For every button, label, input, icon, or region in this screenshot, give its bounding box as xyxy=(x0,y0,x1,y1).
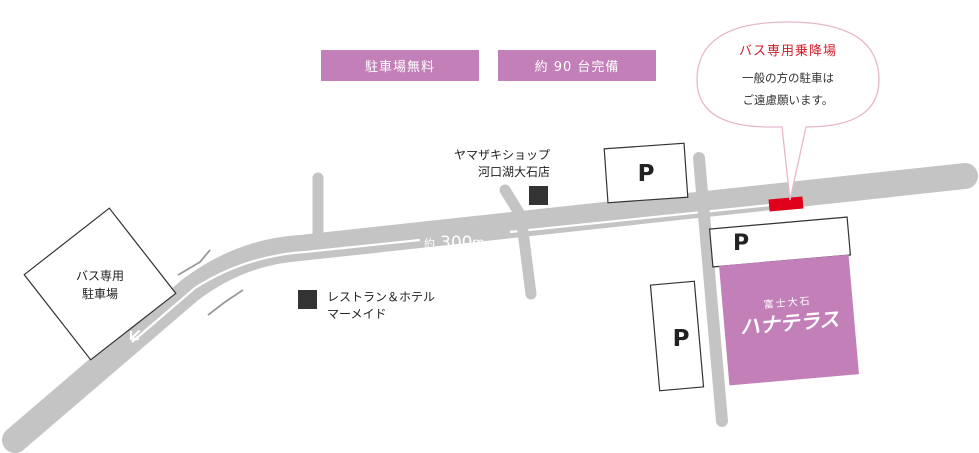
mermaid-line2: マーメイド xyxy=(327,307,387,321)
distance-value: 300 xyxy=(440,233,472,253)
yamazaki-marker xyxy=(529,186,548,205)
bus-stop-marker xyxy=(768,196,804,212)
parking-lot-top xyxy=(603,142,689,204)
parking-symbol-left: P xyxy=(673,326,690,352)
road-center-line xyxy=(131,238,421,343)
bus-parking-line1: バス専用 xyxy=(76,269,124,283)
bus-parking-line2: 駐車場 xyxy=(82,286,118,301)
parking-symbol-middle: P xyxy=(733,231,749,256)
bubble-line2: ご遠慮願います。 xyxy=(742,93,834,107)
hana-terrace-building xyxy=(719,254,859,386)
bus-parking-box xyxy=(23,207,177,361)
yamazaki-line1: ヤマザキショップ xyxy=(453,148,550,162)
side-road-yamazaki-b xyxy=(515,210,537,300)
bubble-line1: 一般の方の駐車は xyxy=(742,71,834,85)
mermaid-label: レストラン＆ホテル マーメイド xyxy=(327,289,435,323)
yamazaki-line2: 河口湖大石店 xyxy=(477,165,550,179)
capacity-badge: 約 90 台完備 xyxy=(498,50,656,81)
side-road-right xyxy=(693,152,728,427)
notice-bubble xyxy=(696,21,880,201)
free-parking-badge: 駐車場無料 xyxy=(321,50,479,81)
bridge-marks xyxy=(177,249,244,316)
yamazaki-label: ヤマザキショップ 河口湖大石店 xyxy=(416,147,550,181)
distance-unit: m xyxy=(472,236,485,251)
hana-terrace-small: 富士大石 xyxy=(763,294,812,311)
distance-prefix: 約 xyxy=(424,236,435,250)
road-center-line-right xyxy=(509,202,781,234)
direction-arrow-icon xyxy=(129,329,141,341)
mermaid-marker xyxy=(298,290,317,309)
bubble-title: バス専用乗降場 xyxy=(738,44,837,59)
parking-symbol-top: P xyxy=(638,161,655,187)
mermaid-line1: レストラン＆ホテル xyxy=(327,290,436,304)
main-road xyxy=(2,163,978,453)
parking-lot-left xyxy=(649,280,705,392)
